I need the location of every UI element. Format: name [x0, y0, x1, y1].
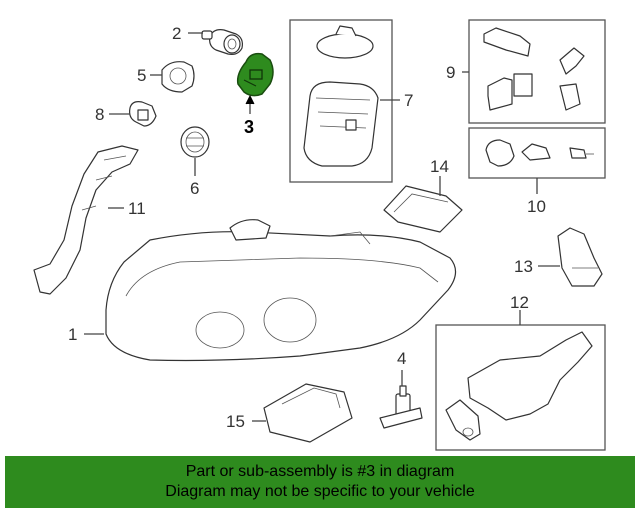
callout-12: 12: [510, 293, 529, 312]
callout-1: 1: [68, 325, 77, 344]
callout-10: 10: [527, 197, 546, 216]
callout-14: 14: [430, 157, 449, 176]
group-box-7: [289, 19, 393, 183]
callout-7: 7: [404, 91, 413, 110]
part-1-headlamp-housing[interactable]: [105, 219, 457, 362]
part-8-connector[interactable]: [129, 101, 157, 127]
callout-6: 6: [190, 179, 199, 198]
part-12-wiring-harness[interactable]: [445, 331, 593, 441]
part-14-module[interactable]: [383, 185, 463, 233]
part-15-control-unit[interactable]: [263, 383, 353, 443]
callout-9: 9: [446, 63, 455, 82]
part-10-hardware[interactable]: [485, 139, 594, 167]
part-13-sensor[interactable]: [557, 227, 603, 287]
part-11-trim-panel[interactable]: [33, 145, 139, 295]
callout-13: 13: [514, 257, 533, 276]
callout-5: 5: [137, 66, 146, 85]
callout-4: 4: [397, 349, 406, 368]
part-4-hid-bulb[interactable]: [379, 385, 423, 429]
part-9-brackets[interactable]: [483, 27, 585, 111]
info-banner: Part or sub-assembly is #3 in diagram Di…: [5, 456, 635, 508]
callout-2: 2: [172, 24, 181, 43]
part-3-cover-cap[interactable]: [236, 52, 274, 97]
callout-11: 11: [128, 199, 146, 218]
callout-15: 15: [226, 412, 245, 431]
callout-3: 3: [244, 117, 254, 137]
part-5-socket[interactable]: [161, 61, 195, 93]
part-7-ballast-assembly[interactable]: [303, 25, 379, 167]
parts-diagram: 2 3 5 8 6 7: [33, 19, 606, 451]
callout-8: 8: [95, 105, 104, 124]
banner-line-1: Part or sub-assembly is #3 in diagram: [185, 463, 455, 480]
banner-line-2: Diagram may not be specific to your vehi…: [165, 483, 475, 500]
part-6-round-cap[interactable]: [180, 126, 210, 158]
part-2-bulb[interactable]: [201, 29, 243, 55]
